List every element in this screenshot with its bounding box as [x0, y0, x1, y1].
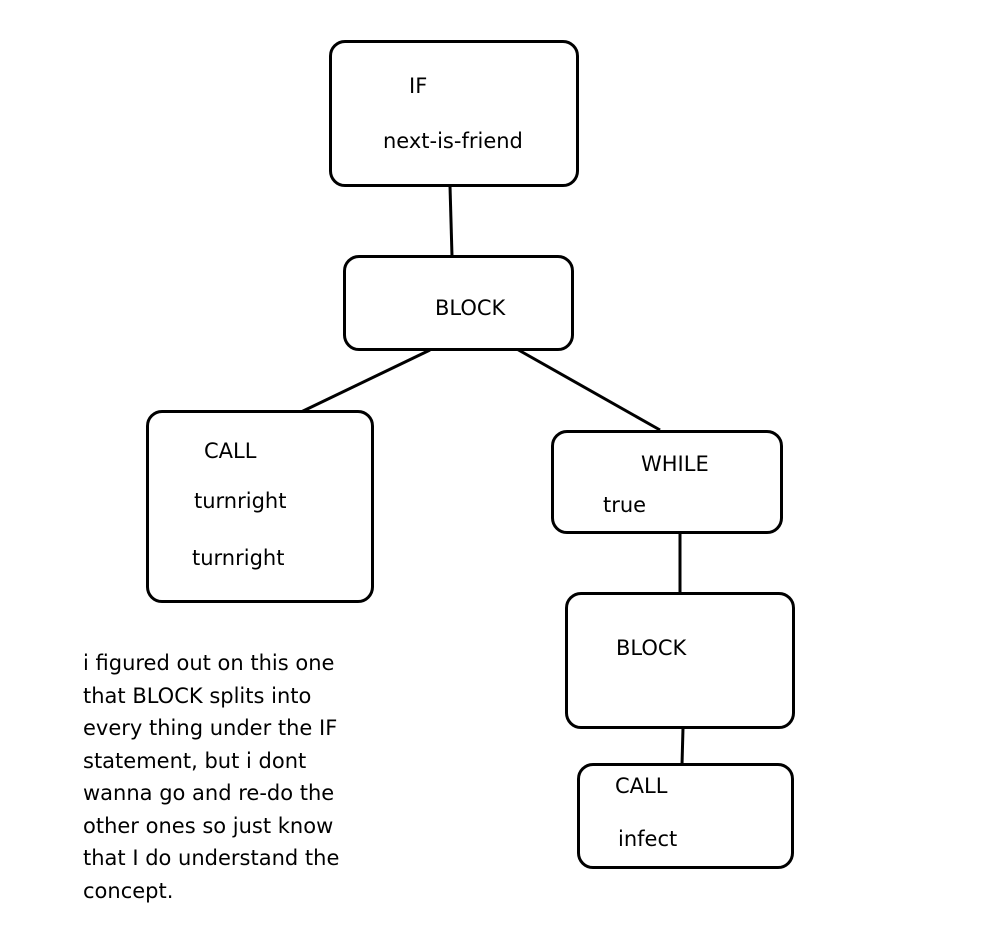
block-node-inner-label: BLOCK: [616, 636, 687, 660]
edge-if-to-block: [448, 185, 454, 257]
note-line: other ones so just know: [83, 813, 334, 838]
call-node-infect-keyword: CALL: [615, 774, 668, 798]
if-node-keyword: IF: [409, 74, 428, 98]
note-line: that I do understand the: [83, 846, 340, 870]
note-line: that BLOCK splits into: [83, 683, 312, 708]
explanation-note: i figured out on this one that BLOCK spl…: [83, 647, 373, 907]
edge-block-to-call-infect: [680, 727, 685, 766]
call-node-left: [146, 410, 374, 603]
note-line: every thing under the IF: [83, 716, 338, 740]
if-node-condition: next-is-friend: [383, 129, 523, 153]
note-line: concept.: [83, 878, 174, 903]
call-node-infect: [577, 763, 794, 869]
note-line: wanna go and re-do the: [83, 781, 335, 805]
while-node-keyword: WHILE: [641, 452, 709, 476]
edge-block-to-call: [300, 348, 431, 414]
block-node-top-label: BLOCK: [435, 296, 506, 320]
note-line: statement, but i dont: [83, 748, 307, 773]
block-node-inner: [565, 592, 795, 729]
call-node-left-arg-2: turnright: [192, 546, 285, 570]
call-node-infect-arg: infect: [618, 827, 678, 851]
edge-block-to-while: [514, 346, 661, 432]
note-line: i figured out on this one: [83, 651, 335, 675]
while-node: [551, 430, 783, 534]
while-node-condition: true: [603, 493, 647, 517]
call-node-left-keyword: CALL: [204, 439, 257, 463]
call-node-left-arg-1: turnright: [194, 489, 287, 513]
block-node-top: [343, 255, 574, 351]
if-node: [329, 40, 579, 187]
